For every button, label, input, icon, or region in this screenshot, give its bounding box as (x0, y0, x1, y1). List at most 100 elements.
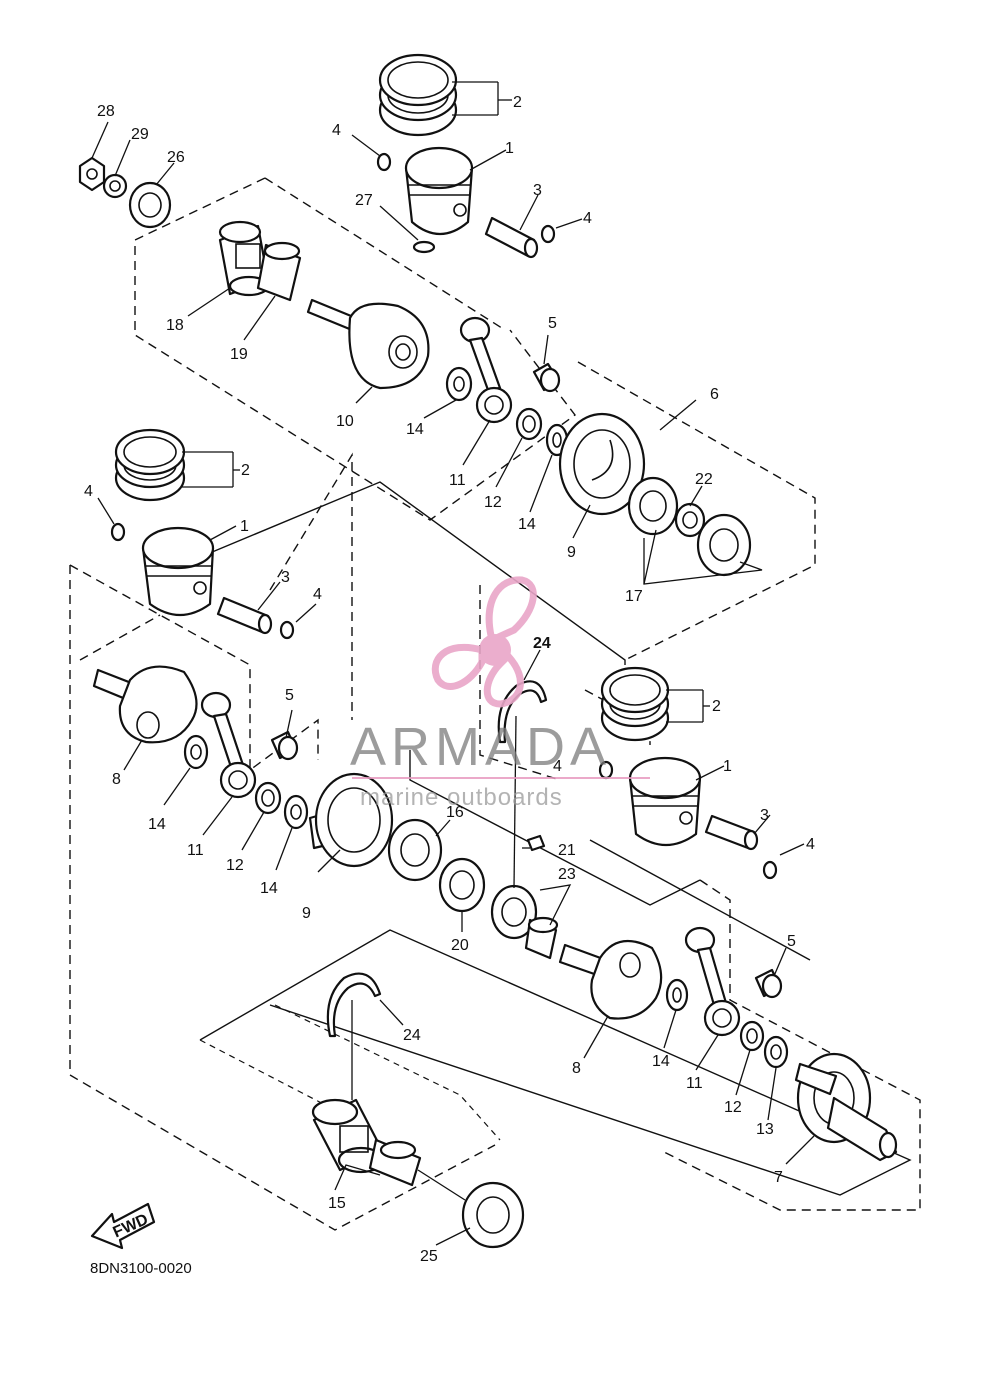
callout-7: 7 (774, 1169, 783, 1186)
callout-5-middle: 5 (285, 687, 294, 704)
gear-22 (674, 502, 706, 538)
nut-28 (78, 156, 106, 192)
callout-14-middle-b: 14 (260, 880, 278, 897)
piston-rings-right (600, 666, 704, 742)
crank-web-8-middle (92, 665, 198, 744)
callout-1-right: 1 (723, 758, 732, 775)
crank-web-9-top (558, 412, 646, 516)
thrust-washer-14a (445, 366, 473, 402)
callout-4-top-left: 4 (332, 122, 341, 139)
callout-12-right: 12 (724, 1099, 742, 1116)
bearing-23 (490, 884, 559, 960)
callout-9-top: 9 (567, 544, 576, 561)
callout-2-middle: 2 (241, 462, 250, 479)
ball-bearing-16 (387, 818, 443, 882)
callout-24-lower: 24 (403, 1027, 421, 1044)
labyrinth-seal-20 (438, 857, 486, 913)
needle-bearing-5-right (754, 968, 783, 999)
callout-1-middle: 1 (240, 518, 249, 535)
needle-bearing-5-top (532, 362, 561, 393)
oil-seal-26 (128, 181, 172, 229)
thrust-washer-14d (283, 794, 309, 830)
callout-4-middle-right: 4 (313, 586, 322, 603)
callout-9-middle: 9 (302, 905, 311, 922)
crankpin-bearing-12-middle (254, 781, 282, 815)
callout-5-right: 5 (787, 933, 796, 950)
leader-lines (91, 99, 815, 1246)
callout-26: 26 (167, 149, 185, 166)
crank-web-9-middle (308, 772, 394, 868)
callout-3-top: 3 (533, 182, 542, 199)
needle-bearing-5-middle (270, 730, 299, 761)
callout-19: 19 (230, 346, 248, 363)
callout-labels: 2 1 4 3 4 27 28 29 26 18 19 10 5 6 14 11… (84, 94, 815, 1265)
main-bearing-15 (311, 1098, 422, 1187)
piston-rings-middle (114, 428, 234, 502)
piston-right (628, 756, 702, 846)
circlip-top-left (376, 152, 392, 172)
callout-13: 13 (756, 1121, 774, 1138)
watermark-tagline: marine outboards (360, 784, 563, 811)
bearing-sleeve-top (256, 241, 302, 302)
piston-middle (141, 526, 215, 616)
callout-2-top: 2 (513, 94, 522, 111)
callout-6: 6 (710, 386, 719, 403)
assembly-outlines (69, 177, 921, 1231)
connecting-rod-middle (200, 691, 257, 799)
middle-piston-group (92, 428, 559, 960)
callout-20: 20 (451, 937, 469, 954)
piston-top (404, 146, 474, 235)
piston-pin-top (484, 216, 539, 259)
callout-18: 18 (166, 317, 184, 334)
circlip-middle-left (110, 522, 126, 542)
crankpin-bearing-12-right (739, 1020, 765, 1052)
thrust-washer-14c (183, 734, 209, 770)
forward-arrow-icon: FWD (90, 1202, 156, 1250)
callout-3-right: 3 (760, 807, 769, 824)
callout-28: 28 (97, 103, 115, 120)
circlip-24-upper (497, 680, 548, 744)
oil-seal-25 (461, 1181, 525, 1249)
callout-14-top-a: 14 (406, 421, 424, 438)
callout-4-middle-left: 4 (84, 483, 93, 500)
crank-web-8-right (558, 939, 663, 1020)
crank-web-top (306, 298, 430, 390)
upper-piston-group (78, 53, 752, 577)
callout-16: 16 (446, 804, 464, 821)
connecting-rod-top (459, 316, 513, 424)
diagram-code: 8DN3100-0020 (90, 1260, 192, 1277)
callout-27: 27 (355, 192, 373, 209)
callout-14-top-b: 14 (518, 516, 536, 533)
callout-8-middle: 8 (112, 771, 121, 788)
callout-21: 21 (558, 842, 576, 859)
callout-24-upper: 24 (533, 635, 551, 652)
pin-21 (526, 834, 546, 852)
pin-27 (412, 240, 436, 254)
callout-3-middle: 3 (281, 569, 290, 586)
callout-5-top: 5 (548, 315, 557, 332)
callout-23: 23 (558, 866, 576, 883)
piston-pin-middle (216, 596, 273, 635)
callout-15: 15 (328, 1195, 346, 1212)
washer-29 (102, 173, 128, 199)
circlip-24-lower (326, 972, 382, 1038)
piston-rings-top (378, 53, 499, 137)
main-bearing-17a (627, 476, 679, 536)
callout-10: 10 (336, 413, 354, 430)
thrust-washer-14e (665, 978, 689, 1012)
watermark-brand: ARMADA (350, 717, 611, 777)
circlip-top-right (540, 224, 556, 244)
callout-4-top-right: 4 (583, 210, 592, 227)
callout-12-top: 12 (484, 494, 502, 511)
callout-4-right-left: 4 (553, 758, 562, 775)
washer-13 (763, 1035, 789, 1069)
callout-22: 22 (695, 471, 713, 488)
right-piston-group (558, 666, 898, 1162)
callout-17: 17 (625, 588, 643, 605)
callout-12-middle: 12 (226, 857, 244, 874)
callout-2-right: 2 (712, 698, 721, 715)
callout-29: 29 (131, 126, 149, 143)
crank-web-7-output (794, 1052, 898, 1162)
callout-11-right: 11 (686, 1075, 703, 1092)
circlip-middle-right (279, 620, 295, 640)
